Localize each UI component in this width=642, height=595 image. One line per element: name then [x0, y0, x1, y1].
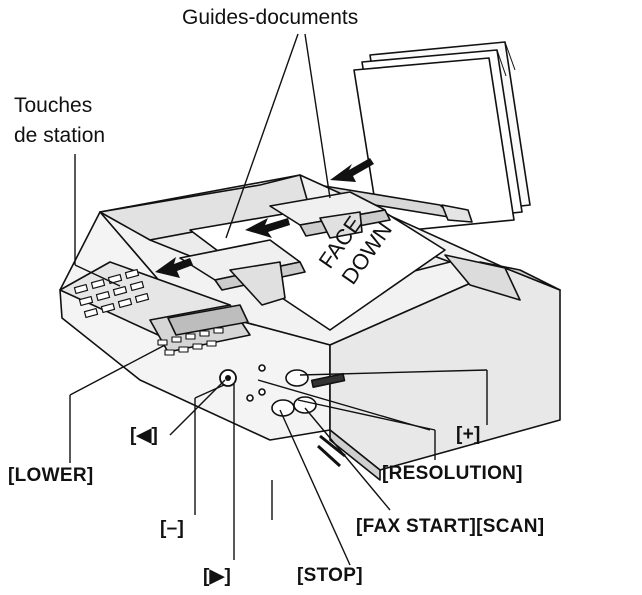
label-right-arrow: [▶]	[203, 566, 232, 587]
label-station-keys-line1: Touches	[14, 94, 93, 117]
label-plus: [+]	[456, 424, 481, 445]
label-document-guides: Guides-documents	[182, 6, 359, 29]
leader-lines	[69, 33, 488, 566]
paper-stack	[353, 41, 531, 234]
label-left-arrow: [◀]	[130, 425, 159, 446]
label-minus: [–]	[160, 518, 185, 539]
label-fax-start-scan: [FAX START][SCAN]	[356, 516, 545, 537]
label-lower: [LOWER]	[8, 465, 94, 486]
insertion-arrows	[155, 158, 374, 278]
document-guide-front	[179, 239, 306, 306]
label-station-keys-line2: de station	[14, 124, 106, 147]
label-stop: [STOP]	[297, 565, 363, 586]
control-panel	[59, 261, 346, 417]
document-guide-back	[269, 191, 391, 239]
label-resolution: [RESOLUTION]	[382, 463, 523, 484]
